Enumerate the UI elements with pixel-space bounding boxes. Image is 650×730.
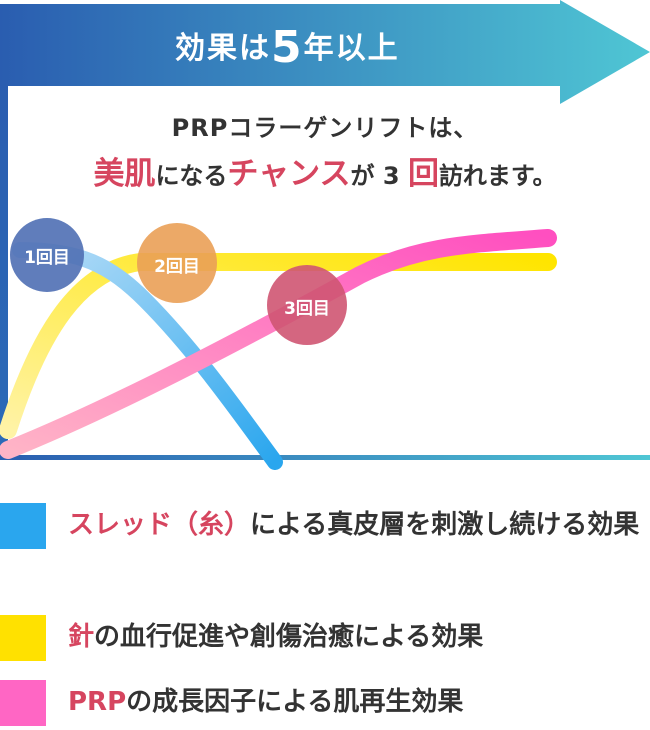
legend-desc-needle: の血行促進や創傷治癒による効果 bbox=[94, 622, 484, 652]
header-title-post: 年以上 bbox=[303, 31, 400, 66]
x-axis bbox=[0, 455, 650, 460]
bubble-3-shape bbox=[267, 265, 347, 345]
subtitle-highlight-2: チャンス bbox=[227, 156, 351, 192]
header-title-pre: 効果は bbox=[175, 31, 271, 66]
yellow-curve bbox=[0, 253, 557, 439]
subtitle-line-2: 美肌になるチャンスが 3 回訪れます。 bbox=[0, 148, 650, 193]
legend-item-thread: スレッド（糸）による真皮層を刺激し続ける効果 bbox=[0, 503, 648, 549]
legend-swatch-pink bbox=[0, 680, 46, 726]
header-title-number: 5 bbox=[271, 22, 304, 73]
legend-swatch-blue bbox=[0, 503, 46, 549]
effect-diagram bbox=[0, 0, 650, 470]
legend-swatch-yellow bbox=[0, 615, 46, 661]
bubble-3-label: 3回目 bbox=[284, 299, 330, 319]
legend-item-needle: 針の血行促進や創傷治癒による効果 bbox=[0, 615, 648, 661]
legend-text-prp: PRPの成長因子による肌再生効果 bbox=[68, 680, 648, 724]
legend-desc-thread: による真皮層を刺激し続ける効果 bbox=[250, 510, 640, 540]
header-title: 効果は5年以上 bbox=[175, 22, 400, 73]
bubble-1-shape bbox=[10, 218, 84, 292]
subtitle-highlight-3: 回 bbox=[407, 156, 439, 192]
y-axis bbox=[0, 80, 8, 460]
header-arrow bbox=[0, 0, 650, 460]
legend-highlight-prp: PRP bbox=[68, 687, 127, 717]
legend-text-thread: スレッド（糸）による真皮層を刺激し続ける効果 bbox=[68, 503, 648, 547]
legend-highlight-needle: 針 bbox=[68, 622, 95, 652]
subtitle-text-2: が 3 bbox=[350, 162, 408, 190]
bubble-2-shape bbox=[137, 223, 217, 303]
legend-desc-prp: の成長因子による肌再生効果 bbox=[126, 687, 464, 717]
legend-item-prp: PRPの成長因子による肌再生効果 bbox=[0, 680, 648, 726]
bubble-2-label: 2回目 bbox=[154, 257, 200, 277]
bubble-1-label: 1回目 bbox=[24, 248, 70, 268]
legend-text-needle: 針の血行促進や創傷治癒による効果 bbox=[68, 615, 648, 659]
subtitle-line-1: PRPコラーゲンリフトは、 bbox=[171, 114, 479, 142]
legend-highlight-thread: スレッド（糸） bbox=[68, 510, 251, 540]
subtitle-highlight-1: 美肌 bbox=[93, 156, 156, 192]
subtitle-text-1: になる bbox=[155, 162, 228, 190]
subtitle-text-3: 訪れます。 bbox=[438, 162, 557, 190]
